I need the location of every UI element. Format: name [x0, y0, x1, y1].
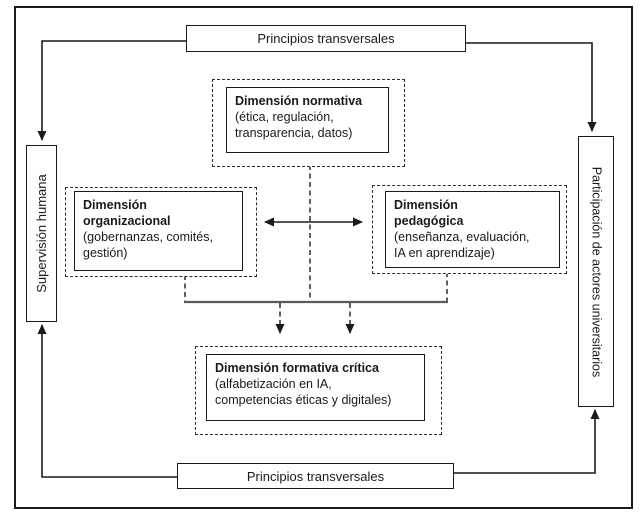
box-dimension-normativa: Dimensión normativa (ética, regulación, …: [212, 79, 405, 167]
left-axis-label: Supervisión humana: [34, 174, 49, 293]
bottom-banner: Principios transversales: [177, 463, 454, 489]
box-dimension-pedagogica-inner: Dimensión pedagógica (enseñanza, evaluac…: [385, 191, 560, 268]
box-dimension-normativa-inner: Dimensión normativa (ética, regulación, …: [226, 87, 389, 153]
box-title: Dimensión: [394, 198, 458, 212]
box-desc-line: (gobernanzas, comités,: [83, 230, 213, 244]
box-desc-line: competencias éticas y digitales): [215, 393, 392, 407]
outer-frame: [14, 6, 633, 509]
box-title: pedagógica: [394, 214, 464, 228]
box-desc-line: IA en aprendizaje): [394, 246, 495, 260]
bottom-banner-label: Principios transversales: [246, 468, 385, 484]
box-title: Dimensión: [83, 198, 147, 212]
box-desc-line: (enseñanza, evaluación,: [394, 230, 530, 244]
right-axis-label: Participación de actores universitarios: [589, 166, 603, 377]
box-dimension-pedagogica: Dimensión pedagógica (enseñanza, evaluac…: [372, 185, 567, 274]
box-desc-line: gestión): [83, 246, 128, 260]
box-dimension-formativa-critica-inner: Dimensión formativa crítica (alfabetizac…: [206, 354, 425, 421]
box-desc-line: (ética, regulación,: [235, 110, 334, 124]
box-desc-line: (alfabetización en IA,: [215, 377, 332, 391]
box-desc-line: transparencia, datos): [235, 126, 353, 140]
arrow-top-banner-to-right-axis: [464, 42, 597, 132]
box-title: Dimensión normativa: [235, 94, 363, 108]
arrow-top-banner-to-left-axis: [37, 40, 186, 141]
arrow-bottom-banner-to-right-axis: [452, 409, 600, 474]
box-dimension-organizacional: Dimensión organizacional (gobernanzas, c…: [65, 187, 257, 277]
top-banner: Principios transversales: [186, 25, 466, 52]
right-axis-participacion-actores: Participación de actores universitarios: [578, 136, 614, 407]
box-title: Dimensión formativa crítica: [215, 361, 379, 375]
top-banner-label: Principios transversales: [257, 31, 395, 46]
box-title: organizacional: [83, 214, 171, 228]
box-dimension-formativa-critica: Dimensión formativa crítica (alfabetizac…: [195, 346, 442, 435]
arrow-bottom-banner-to-left-axis: [37, 324, 177, 478]
box-dimension-organizacional-inner: Dimensión organizacional (gobernanzas, c…: [74, 191, 243, 271]
left-axis-supervision-humana: Supervisión humana: [26, 145, 57, 322]
